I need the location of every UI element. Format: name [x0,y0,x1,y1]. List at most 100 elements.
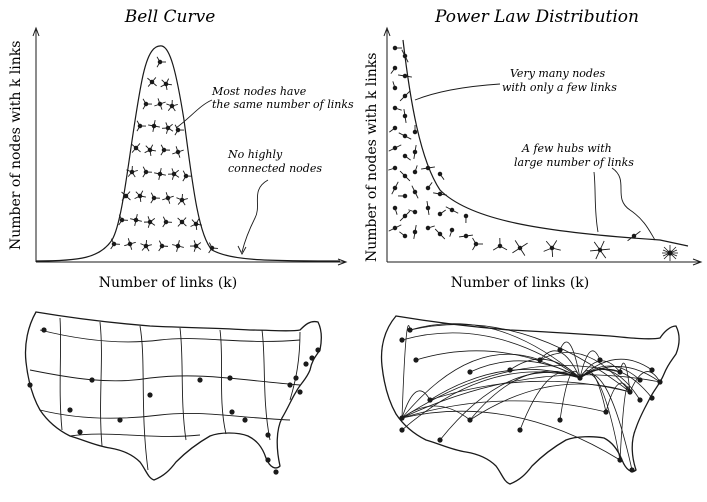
power-law-node [463,213,469,224]
scale-free-network-edge [579,350,601,379]
power-law-node [412,225,418,239]
random-network-node [197,377,203,383]
scale-free-network-node [649,395,655,401]
scale-free-network-edge [429,380,631,401]
bell-curve-title: Bell Curve [124,7,216,27]
scale-free-network-node [537,357,543,363]
bell-annotation-same-links-2: the same number of links [212,98,354,111]
scale-free-network-node [627,389,633,395]
scale-free-network-node [413,357,419,363]
random-network-node [89,377,95,383]
pl-annotation-hubs-1: A few hubs with [521,142,612,155]
power-law-axes [383,26,703,266]
scale-free-network-node [577,375,583,381]
power-law-title: Power Law Distribution [434,7,639,27]
power-law-ylabel: Number of nodes with k links [364,53,380,262]
scale-free-network-edge [539,352,631,393]
scale-free-network-node [399,427,405,433]
bell-annotation-no-hubs-1: No highly [227,148,283,161]
bell-node [148,120,160,132]
bell-curve-panel: Bell Curve Number of nodes with k links … [8,7,354,291]
scale-free-network-node [467,417,473,423]
bell-node [134,190,146,203]
scale-free-network-node [407,327,413,333]
pl-annotation-few-links-2: with only a few links [502,81,617,94]
random-network-node [297,389,303,395]
random-network-node [242,417,248,423]
pl-annotation-arrow-3 [611,167,656,241]
bell-node [160,78,173,90]
power-law-node [425,182,433,191]
scale-free-network-edge [409,323,581,379]
bell-node [166,99,178,112]
power-law-node [399,231,408,239]
power-law-node [434,228,446,240]
random-network-edge [219,329,227,435]
bell-node [177,217,187,227]
bell-node [154,98,166,110]
bell-node [150,192,161,204]
bell-annotation-arrowhead-2 [237,245,247,255]
random-network-edge [59,317,63,431]
power-law-node [412,124,418,135]
bell-node [161,122,174,134]
power-law-node [449,227,455,237]
power-law-node [445,206,459,214]
bell-node [158,240,169,252]
scale-free-network-edge [401,410,621,461]
power-law-node [402,153,411,161]
scale-free-network-node [657,379,663,385]
bell-annotation-arrow-1 [175,99,213,129]
scale-free-network-edge [579,358,653,379]
random-network-node [41,327,47,333]
scale-free-network-node [517,427,523,433]
power-law-node [425,201,431,215]
bell-curve-line [35,45,341,262]
power-law-node [433,191,447,197]
scale-free-network-node [399,415,405,421]
power-law-node [590,240,610,260]
random-network-node [67,407,73,413]
scale-free-network-edge [619,386,631,461]
random-network-node [77,429,83,435]
power-law-node [397,193,408,199]
bell-node [140,239,152,252]
power-law-node [627,230,641,242]
random-network-node [265,432,271,438]
scale-free-network-node [637,377,643,383]
bell-node [208,242,219,254]
power-law-node [412,145,418,159]
power-law-node [459,233,473,239]
scale-free-network-node [617,369,623,375]
scale-free-network-node [603,409,609,415]
bell-node [182,170,193,182]
power-law-node [398,73,412,79]
power-law-node [401,49,409,63]
bell-node [154,168,166,180]
scale-free-network-edge [401,332,581,379]
bell-curve-axes [32,26,348,266]
power-law-node [392,205,398,215]
power-law-node [492,237,508,251]
bell-node [130,214,142,226]
scale-free-network-edge [559,341,581,379]
bell-node [167,168,180,180]
scale-free-network-edges [401,323,661,471]
pl-annotation-few-links-1: Very many nodes [510,67,605,80]
power-law-nodes [388,45,641,260]
power-law-panel: Power Law Distribution Number of nodes w… [364,7,703,291]
power-law-xlabel: Number of links (k) [451,275,590,291]
power-law-node [402,109,408,123]
bell-node [136,120,147,132]
scale-free-network-node [507,367,513,373]
bell-node [144,144,156,156]
scale-free-network-node [437,437,443,443]
bell-node [142,166,153,178]
bell-annotation-arrow-2 [241,179,269,253]
random-network-edge [261,329,271,441]
random-network-map [24,311,322,481]
scale-free-network-node [427,397,433,403]
scale-free-network-node [399,337,405,343]
random-network-node [27,382,33,388]
power-law-node [389,125,398,133]
